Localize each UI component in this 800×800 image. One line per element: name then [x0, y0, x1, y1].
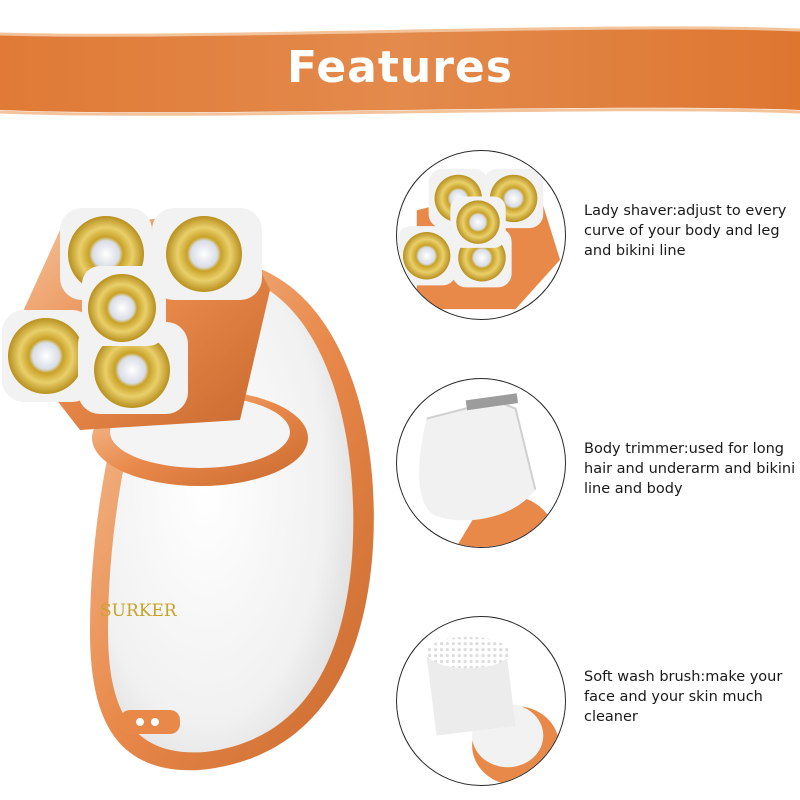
- shaver-head-icon: [397, 168, 561, 310]
- feature-text-shaver: Lady shaver:adjust to every curve of you…: [584, 203, 787, 259]
- shaver-product-image: SURKER: [2, 208, 374, 771]
- page-title: Features: [287, 42, 513, 93]
- feature-text-brush: Soft wash brush:make your face and your …: [584, 669, 783, 725]
- trimmer-head-icon: [419, 393, 561, 547]
- brush-head-icon: [426, 636, 560, 785]
- brand-logo: SURKER: [100, 601, 178, 621]
- feature-text-trimmer: Body trimmer:used for long hair and unde…: [584, 441, 796, 497]
- header-banner: [0, 26, 800, 116]
- shaver-head-thumbnail: [396, 150, 566, 320]
- brush-head-thumbnail: [396, 616, 566, 786]
- trimmer-head-thumbnail: [396, 378, 566, 548]
